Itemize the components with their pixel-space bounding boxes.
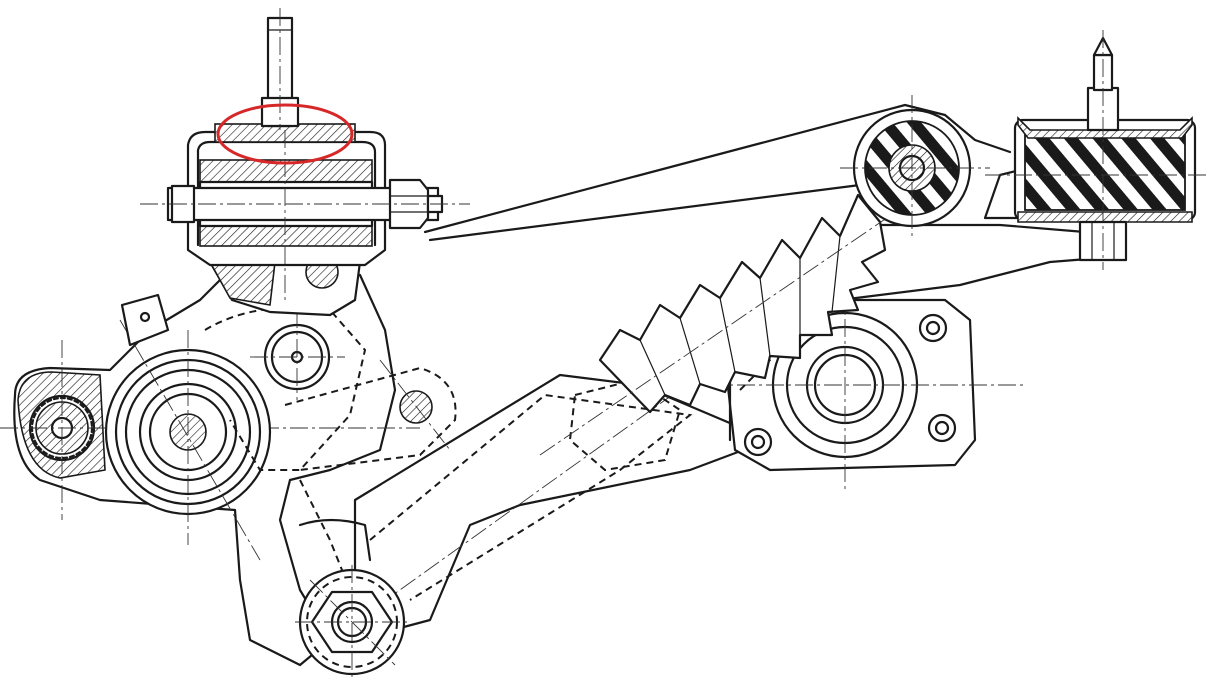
lower-ball-joint [295,565,410,680]
bellows-boot [539,184,936,456]
right-rubber-mount [983,30,1210,270]
knuckle-body [0,260,457,667]
upper-link [423,103,1102,302]
eye-bushing [840,95,990,240]
upper-mount [140,8,470,317]
flange-plate [650,290,1025,490]
flange-bolt-holes [730,313,957,457]
highlight-ellipse [216,103,354,165]
